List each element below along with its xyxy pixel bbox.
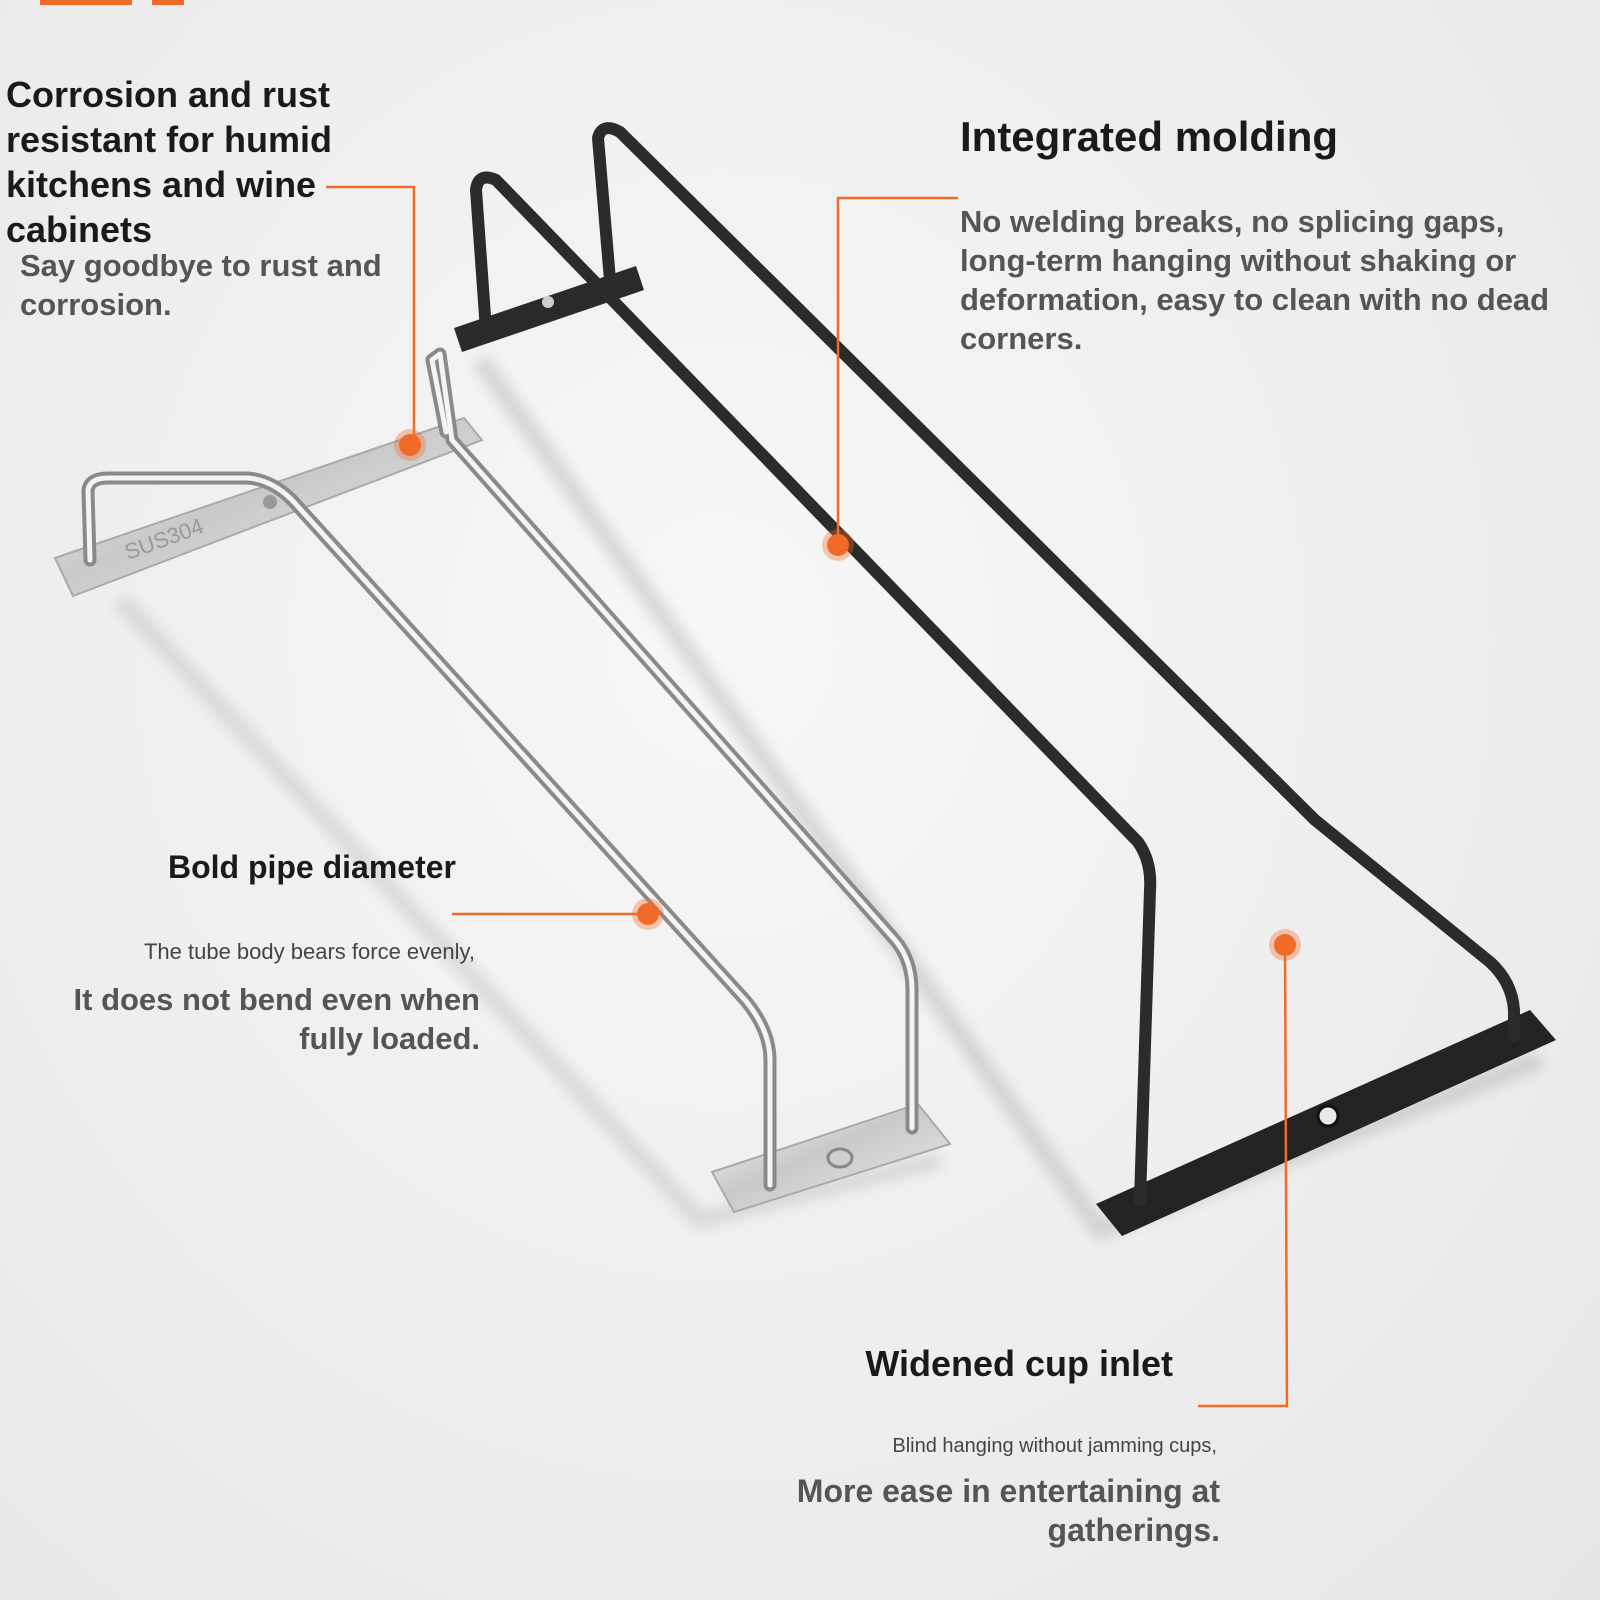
molding-feature-description: No welding breaks, no splicing gaps, lon… bbox=[960, 204, 1550, 356]
rust-feature-title: Corrosion and rust resistant for humid k… bbox=[6, 74, 333, 250]
silver-glass-rack: SUS304 bbox=[53, 347, 952, 1214]
pipe-feature-subtitle: The tube body bears force evenly, bbox=[143, 939, 475, 964]
callout-line-rust bbox=[326, 185, 416, 440]
top-accent-marks bbox=[40, 0, 184, 5]
callout-line-molding bbox=[836, 196, 958, 545]
molding-feature-title: Integrated molding bbox=[960, 113, 1338, 160]
pipe-feature-title: Bold pipe diameter bbox=[167, 849, 456, 885]
callout-lines bbox=[326, 185, 1289, 1408]
inlet-feature-description: More ease in entertaining at gatherings. bbox=[796, 1473, 1220, 1548]
rack-shadows bbox=[113, 354, 1544, 1241]
black-rack-wire-left bbox=[470, 171, 1157, 1206]
inlet-feature-subtitle: Blind hanging without jamming cups, bbox=[892, 1435, 1217, 1457]
inlet-feature-title: Widened cup inlet bbox=[865, 1343, 1173, 1384]
silver-rack-wire-left bbox=[81, 471, 777, 1192]
pipe-feature-description: It does not bend even when fully loaded. bbox=[73, 982, 480, 1056]
rust-feature-description: Say goodbye to rust and corrosion. bbox=[20, 248, 382, 322]
black-rack-screw-hole bbox=[1316, 1104, 1340, 1128]
black-glass-rack bbox=[454, 122, 1556, 1236]
black-rack-wire-right bbox=[592, 122, 1520, 1042]
callout-dots bbox=[394, 429, 1301, 961]
callout-line-inlet bbox=[1198, 944, 1289, 1408]
silver-rack-screw-hole bbox=[826, 1147, 854, 1169]
